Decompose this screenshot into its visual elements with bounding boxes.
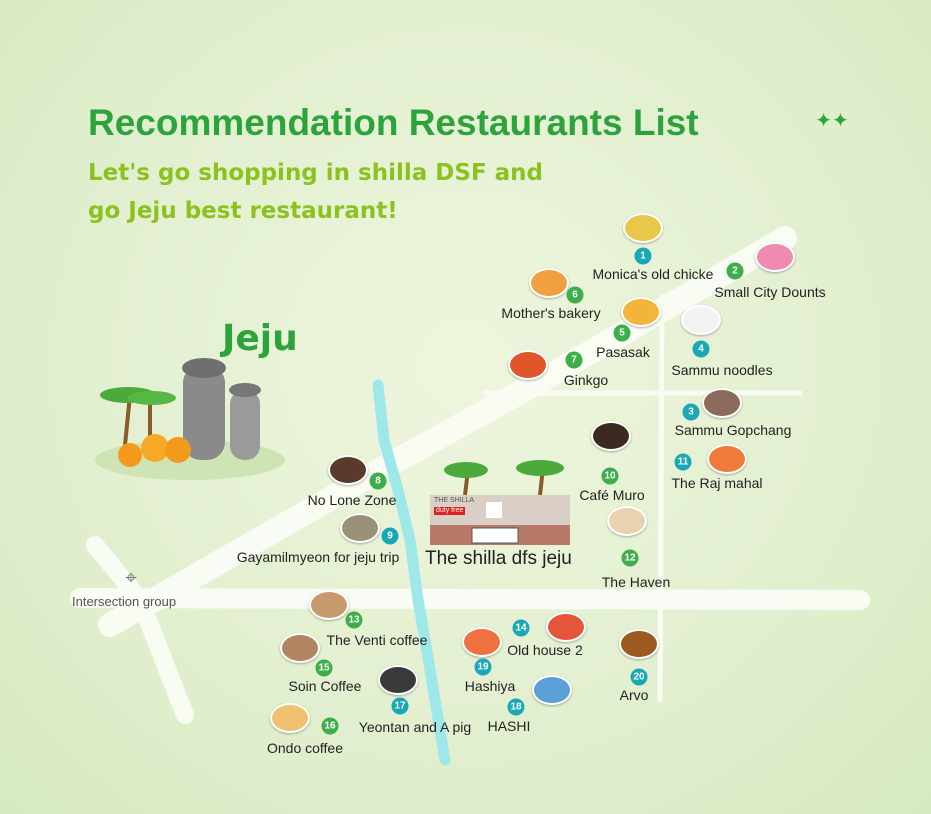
curry-plate-icon xyxy=(707,444,747,474)
restaurant-name[interactable]: Yeontan and A pig xyxy=(358,719,472,735)
coffee-cup-icon xyxy=(270,703,310,733)
number-badge: 14 xyxy=(512,619,530,637)
donut-icon xyxy=(755,242,795,272)
fried-chicken-icon xyxy=(623,213,663,243)
number-badge: 7 xyxy=(565,351,583,369)
intersection-label: Intersection group xyxy=(72,594,177,609)
sparkle-stars-icon: ✦✦ xyxy=(815,108,849,132)
number-badge: 11 xyxy=(674,453,692,471)
number-badge: 4 xyxy=(692,340,710,358)
number-badge: 18 xyxy=(507,698,525,716)
number-badge: 6 xyxy=(566,286,584,304)
number-badge: 13 xyxy=(345,611,363,629)
road-left-diagonal xyxy=(86,536,194,724)
rice-plate-icon xyxy=(546,612,586,642)
subtitle-line-2: go Jeju best restaurant! xyxy=(88,198,398,224)
location-pin-icon: ⌖ xyxy=(125,565,137,589)
noodle-bowl-icon xyxy=(681,305,721,335)
restaurant-name[interactable]: Soin Coffee xyxy=(288,678,362,694)
sandwich-icon xyxy=(619,629,659,659)
page-title: Recommendation Restaurants List xyxy=(88,102,699,143)
coffee-mug-icon xyxy=(328,455,368,485)
road-main-diagonal xyxy=(98,226,797,637)
restaurant-name[interactable]: Café Muro xyxy=(579,487,645,503)
coffee-pancake-icon xyxy=(508,350,548,380)
river xyxy=(372,379,451,766)
number-badge: 2 xyxy=(726,262,744,280)
restaurant-name[interactable]: Sammu Gopchang xyxy=(674,422,792,438)
gopchang-pot-icon xyxy=(702,388,742,418)
palm-and-oranges-icon xyxy=(100,387,191,467)
iced-coffee-icon xyxy=(591,421,631,451)
number-badge: 5 xyxy=(613,324,631,342)
restaurant-name[interactable]: Hashiya xyxy=(464,678,516,694)
restaurant-name[interactable]: The Haven xyxy=(601,574,671,590)
road-vertical xyxy=(657,293,665,703)
coffee-beans-icon xyxy=(280,633,320,663)
number-badge: 9 xyxy=(381,527,399,545)
restaurant-name[interactable]: Monica's old chicke xyxy=(592,266,714,282)
number-badge: 10 xyxy=(601,467,619,485)
roads xyxy=(70,226,870,724)
latte-icon xyxy=(607,506,647,536)
bread-icon xyxy=(529,268,569,298)
restaurant-name[interactable]: Arvo xyxy=(619,687,649,703)
latte-glass-icon xyxy=(309,590,349,620)
subtitle-line-1: Let's go shopping in shilla DSF and xyxy=(88,160,544,186)
number-badge: 12 xyxy=(621,549,639,567)
dolharubang-statues-icon xyxy=(182,358,261,460)
restaurant-name[interactable]: Sammu noodles xyxy=(671,362,773,378)
skewer-bowl-icon xyxy=(532,675,572,705)
shilla-sign-duty-free: duty free xyxy=(434,507,466,515)
restaurant-name[interactable]: No Lone Zone xyxy=(307,492,397,508)
number-badge: 20 xyxy=(630,668,648,686)
bbq-grill-icon xyxy=(378,665,418,695)
restaurant-name[interactable]: The Raj mahal xyxy=(671,475,763,491)
road-horizontal-main xyxy=(70,588,870,610)
shilla-label: The shilla dfs jeju xyxy=(425,548,572,569)
number-badge: 15 xyxy=(315,659,333,677)
restaurant-name[interactable]: HASHI xyxy=(487,718,531,734)
number-badge: 16 xyxy=(321,717,339,735)
restaurant-name[interactable]: Mother's bakery xyxy=(501,305,601,321)
restaurant-name[interactable]: Ondo coffee xyxy=(266,740,344,756)
shilla-sign-name: THE SHILLA xyxy=(434,497,475,504)
restaurant-name[interactable]: Gayamilmyeon for jeju trip xyxy=(236,549,400,565)
restaurant-name[interactable]: Ginkgo xyxy=(563,372,609,388)
number-badge: 8 xyxy=(369,472,387,490)
number-badge: 1 xyxy=(634,247,652,265)
sushi-icon xyxy=(462,627,502,657)
region-label: Jeju xyxy=(222,318,298,359)
cold-noodle-icon xyxy=(340,513,380,543)
egg-tart-icon xyxy=(621,297,661,327)
number-badge: 17 xyxy=(391,697,409,715)
number-badge: 3 xyxy=(682,403,700,421)
restaurant-name[interactable]: Small City Dounts xyxy=(714,284,826,300)
restaurant-name[interactable]: Pasasak xyxy=(596,344,650,360)
restaurant-name[interactable]: Old house 2 xyxy=(507,642,583,658)
restaurant-name[interactable]: The Venti coffee xyxy=(326,632,428,648)
number-badge: 19 xyxy=(474,658,492,676)
